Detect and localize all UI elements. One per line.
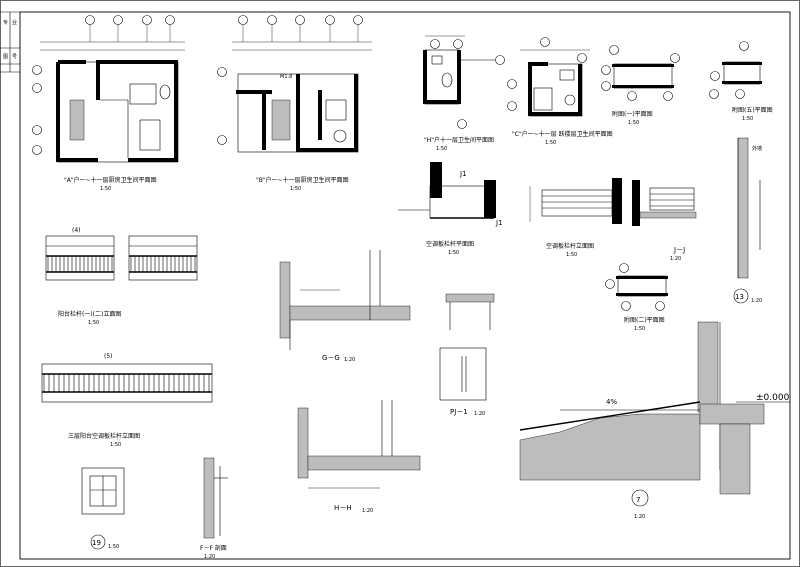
axis-bubble [113, 15, 123, 25]
drawing-title: 阳台栏杆(一)(二)立面图 [58, 310, 121, 318]
drawing-title: 13 [735, 293, 744, 301]
title-block: 专 业 图 号 [0, 11, 20, 73]
drawing-scale: 1:50 [742, 116, 753, 122]
drawing-scale: 1:20 [474, 411, 485, 417]
label-m: M1.8 [280, 74, 292, 80]
drawing-scale: 1:50 [110, 442, 121, 448]
railing-elevation-1: (4) 阳台栏杆(一)(二)立面图 1:50 [45, 227, 198, 326]
drawing-title: 三层阳台空调板栏杆立面图 [68, 432, 140, 440]
drawing-scale: 1:50 [108, 544, 119, 550]
detail-7-ground: 4% ±0.000 7 1:20 [519, 321, 790, 520]
ac-railing-elevation: 空调板栏杆立面图 1:50 [529, 178, 622, 258]
section-ff: F－F 剖面 1:20 [200, 457, 228, 560]
plan-appendix-5: 附图(五)平面图 1:50 [709, 41, 773, 122]
level-zero-label: ±0.000 [756, 393, 790, 403]
drawing-title: 空调板栏杆立面图 [546, 242, 594, 250]
plan-h-bathroom: "H"户十一层卫生间平面图 1:50 [423, 35, 505, 152]
railing-balusters [47, 256, 196, 272]
drawing-scale: 1:50 [628, 120, 639, 126]
drawing-scale: 1:50 [448, 250, 459, 256]
section-jj: J－J 1:20 [632, 180, 697, 262]
drawing-scale: 1:50 [290, 186, 301, 192]
axis-bubble [142, 15, 152, 25]
section-hh: H－H 1:20 [297, 400, 421, 514]
drawing-title: PJ－1 [450, 408, 468, 416]
drawing-scale: 1:20 [362, 508, 373, 514]
drawing-title: F－F 剖面 [200, 544, 227, 552]
detail-note: 外墙 [752, 145, 762, 152]
drawing-scale: 1:20 [204, 554, 215, 560]
title-block-label: 业 [12, 19, 17, 26]
drawing-scale: 1:50 [566, 252, 577, 258]
title-block-label: 号 [12, 54, 17, 60]
plan-a-bathroom: "A"户一~十一层厨房卫生间平面图 1:50 [32, 15, 185, 192]
drawing-title: 附图(五)平面图 [732, 106, 773, 114]
drawing-title: 7 [636, 496, 640, 504]
detail-13: 外墙 13 1:20 [733, 137, 762, 304]
drawing-scale: 1:20 [751, 298, 762, 304]
ac-railing-plan: J1 J1 空调板栏杆平面图 1:50 [398, 162, 503, 256]
drawing-title: 空调板栏杆平面图 [426, 240, 474, 248]
drawing-scale: 1:50 [88, 320, 99, 326]
section-gg: G－G 1:20 [279, 250, 411, 363]
title-block-label: 图 [3, 54, 8, 60]
drawing-title: 附图(一)平面图 [612, 110, 653, 118]
drawing-title: G－G [322, 354, 340, 362]
plan-appendix-2: 附图(二)平面图 1:50 [605, 263, 668, 332]
drawing-title: J－J [673, 246, 685, 254]
drawing-title: "B"户一~十一层厨房卫生间平面图 [256, 176, 349, 184]
label-j1b: J1 [495, 219, 503, 227]
drawing-frame [19, 11, 791, 560]
drawing-title: 19 [92, 539, 101, 547]
railing-elevation-3: (5) 三层阳台空调板栏杆立面图 1:50 [41, 353, 213, 448]
drawing-title: "C"户一~十一层 跃楼层卫生间平面图 [512, 130, 613, 138]
drawing-scale: 1:50 [545, 140, 556, 146]
axis-bubble [165, 15, 175, 25]
label-j1: J1 [459, 170, 467, 178]
soil-fill [519, 413, 701, 481]
drawing-scale: 1:50 [436, 146, 447, 152]
drawing-scale: 1:50 [100, 186, 111, 192]
detail-19: 19 1:50 [81, 467, 125, 550]
drawing-title: H－H [334, 504, 352, 512]
detail-mark: (5) [104, 353, 113, 360]
plan-appendix-1: 附图(一)平面图 1:50 [601, 45, 680, 126]
plan-c-bathroom: "C"户一~十一层 跃楼层卫生间平面图 1:50 [507, 37, 613, 146]
section-pj1: PJ－1 1:20 [439, 293, 495, 417]
plan-b-bathroom: M1.8 "B"户一~十一层厨房卫生间平面图 1:50 [217, 15, 372, 192]
drawing-scale: 1:50 [634, 326, 645, 332]
detail-mark: (4) [72, 227, 81, 234]
drawing-title: "H"户十一层卫生间平面图 [424, 136, 494, 144]
axis-bubble [85, 15, 95, 25]
title-block-label: 专 [3, 19, 8, 26]
drawing-scale: 1:20 [634, 514, 645, 520]
slope-label: 4% [606, 398, 617, 406]
drawing-scale: 1:20 [344, 357, 355, 363]
drawing-scale: 1:20 [670, 256, 681, 262]
drawing-title: 附图(二)平面图 [624, 316, 665, 324]
drawing-title: "A"户一~十一层厨房卫生间平面图 [64, 176, 157, 184]
railing-balusters [43, 374, 210, 392]
